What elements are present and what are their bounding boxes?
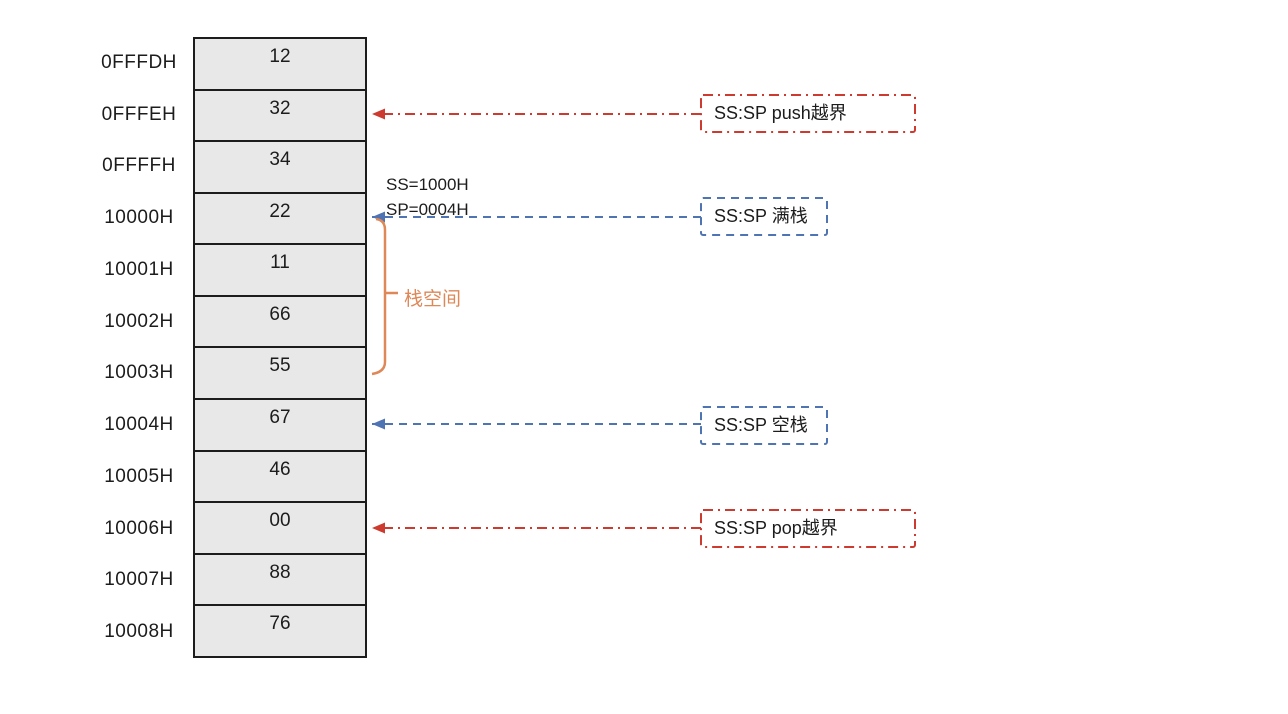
address-label: 10008H — [104, 621, 174, 643]
address-label: 0FFFEH — [101, 103, 177, 125]
memory-table: 12 32 34 22 11 66 55 67 46 00 88 76 — [193, 37, 367, 658]
address-label: 10002H — [104, 310, 174, 332]
memory-cell: 22 — [195, 191, 365, 244]
address-label: 10006H — [104, 517, 174, 539]
register-annotation: SS=1000H SP=0004H — [386, 172, 469, 222]
address-label: 10000H — [104, 207, 174, 229]
callout-pop-overflow: SS:SP pop越界 — [714, 518, 838, 538]
memory-cell: 88 — [195, 552, 365, 605]
sp-register-value: SP=0004H — [386, 200, 469, 219]
ss-register-value: SS=1000H — [386, 175, 469, 194]
memory-cell: 00 — [195, 501, 365, 553]
memory-cell: 67 — [195, 398, 365, 450]
memory-cell: 12 — [195, 39, 365, 89]
address-label: 10004H — [104, 414, 174, 436]
stack-space-brace — [371, 217, 387, 376]
address-label: 0FFFDH — [101, 51, 177, 73]
memory-cell: 34 — [195, 140, 365, 192]
callout-push-overflow: SS:SP push越界 — [714, 103, 847, 123]
address-label: 10003H — [104, 362, 174, 384]
memory-cell: 32 — [195, 88, 365, 141]
memory-cell: 66 — [195, 294, 365, 347]
stack-space-label: 栈空间 — [404, 289, 462, 310]
memory-cell: 55 — [195, 346, 365, 399]
memory-cell: 11 — [195, 243, 365, 295]
address-label: 0FFFFH — [102, 155, 176, 177]
address-label: 10001H — [104, 258, 174, 280]
callout-empty-stack: SS:SP 空栈 — [714, 415, 808, 435]
address-column: 0FFFDH 0FFFEH 0FFFFH 10000H 10001H 10002… — [93, 37, 185, 658]
address-label: 10005H — [104, 465, 174, 487]
callout-full-stack: SS:SP 满栈 — [714, 206, 808, 226]
address-label: 10007H — [104, 569, 174, 591]
memory-cell: 46 — [195, 449, 365, 502]
memory-cell: 76 — [195, 604, 365, 656]
